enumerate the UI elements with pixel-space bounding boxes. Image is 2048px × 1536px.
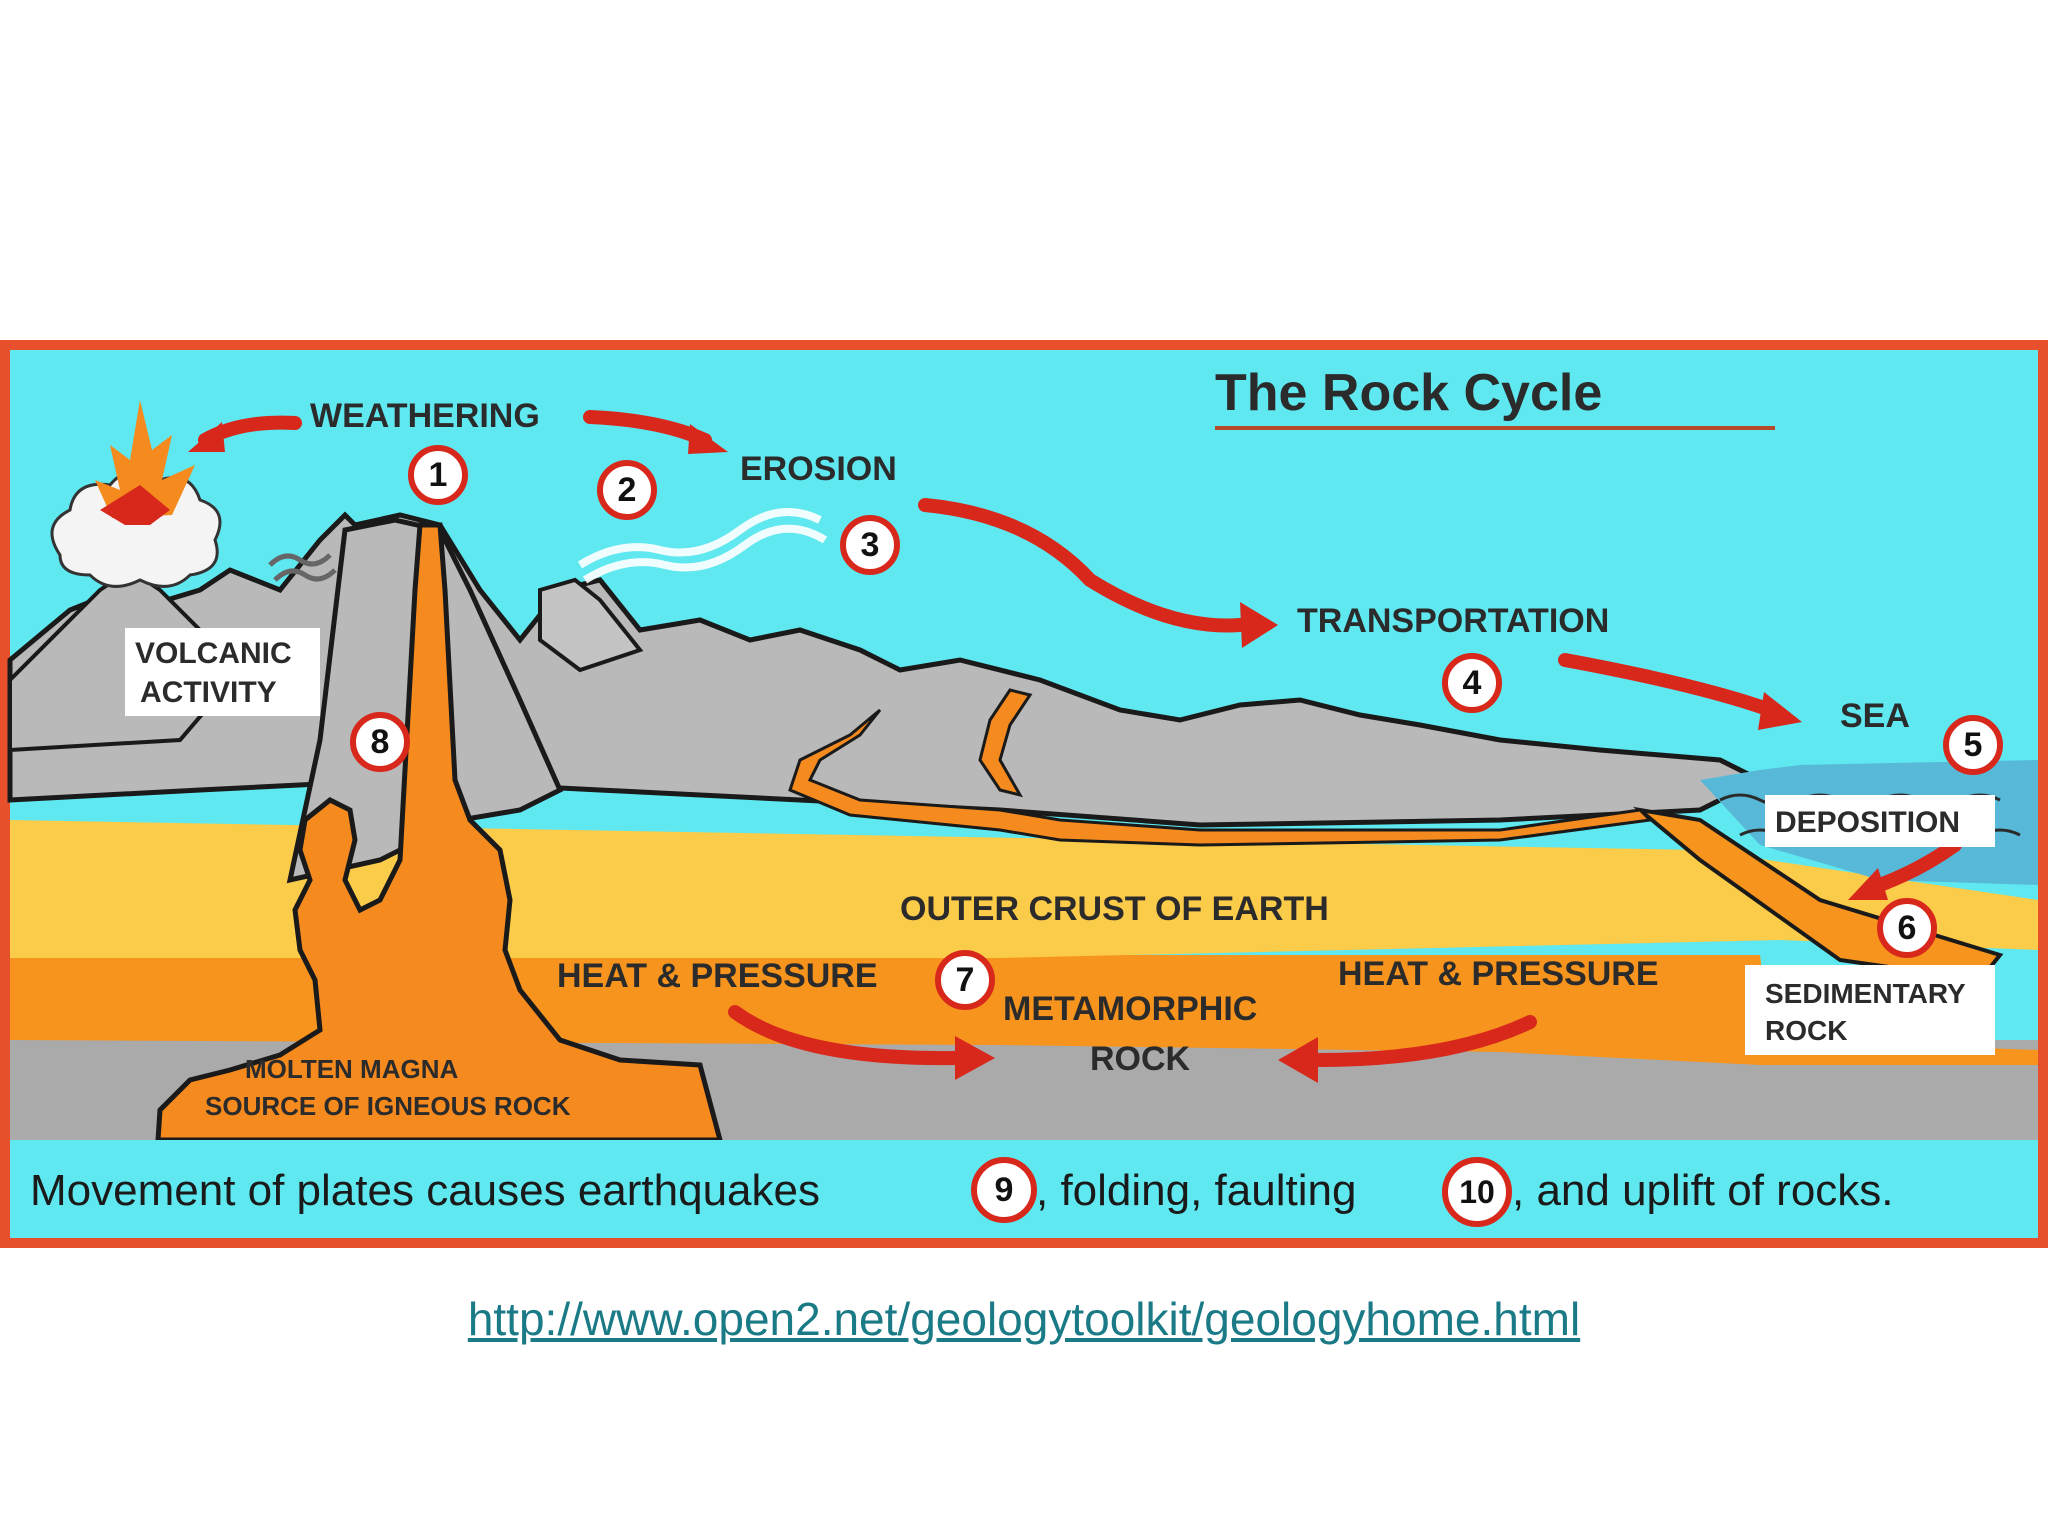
step-number-2: 2 xyxy=(618,471,637,509)
deposition-arrow-head xyxy=(1848,868,1888,900)
caption-part2: , folding, faulting xyxy=(1036,1166,1356,1215)
weathering-label: WEATHERING xyxy=(310,397,540,435)
metamorphic-label-line2: ROCK xyxy=(1090,1040,1191,1078)
volcanic-activity-box xyxy=(125,628,320,716)
step-number-6: 6 xyxy=(1898,909,1917,947)
step-marker-3: 3 xyxy=(840,515,900,575)
step-number-5: 5 xyxy=(1964,726,1983,764)
sea-arrow xyxy=(1558,653,1777,717)
steam-puff-right xyxy=(577,508,828,584)
transportation-arrow-in-head xyxy=(1240,602,1278,648)
transportation-label: TRANSPORTATION xyxy=(1297,602,1609,640)
step-marker-4: 4 xyxy=(1442,653,1502,713)
step-marker-9: 9 xyxy=(971,1157,1037,1223)
heat-pressure-left-label: HEAT & PRESSURE xyxy=(557,957,878,995)
caption-part1: Movement of plates causes earthquakes xyxy=(30,1166,820,1215)
rock-cycle-diagram: The Rock Cycle WEATHERING EROSION TRANSP… xyxy=(0,340,2048,1248)
erosion-label: EROSION xyxy=(740,450,897,488)
metamorphic-label-line1: METAMORPHIC xyxy=(1003,990,1257,1028)
lava-flow xyxy=(788,708,1654,847)
caption-part3: , and uplift of rocks. xyxy=(1512,1166,1894,1215)
steam-puff-left xyxy=(268,553,337,582)
outer-crust-layer xyxy=(10,820,2038,958)
step-number-7: 7 xyxy=(956,961,975,999)
volcanic-label-line1: VOLCANIC xyxy=(135,637,292,670)
deposition-box xyxy=(1765,795,1995,847)
sedimentary-label-line2: ROCK xyxy=(1765,1015,1847,1046)
step-number-9: 9 xyxy=(995,1171,1014,1209)
eruption-flame xyxy=(95,400,195,518)
step-marker-5: 5 xyxy=(1943,715,2003,775)
step-marker-7: 7 xyxy=(935,950,995,1010)
source-link[interactable]: http://www.open2.net/geologytoolkit/geol… xyxy=(467,1293,1581,1345)
step-number-8: 8 xyxy=(371,723,390,761)
step-number-4: 4 xyxy=(1463,664,1482,702)
lava-flow-2 xyxy=(978,688,1033,798)
step-number-10: 10 xyxy=(1459,1174,1495,1210)
magma-label-line2: SOURCE OF IGNEOUS ROCK xyxy=(205,1091,571,1121)
diagram-title: The Rock Cycle xyxy=(1215,364,1602,422)
heat-pressure-arrow-right xyxy=(1313,1015,1537,1067)
sea-label: SEA xyxy=(1840,697,1910,735)
step-number-3: 3 xyxy=(861,526,880,564)
heat-pressure-right-label: HEAT & PRESSURE xyxy=(1338,955,1659,993)
step-marker-1: 1 xyxy=(408,445,468,505)
deposition-label: DEPOSITION xyxy=(1775,806,1960,839)
sedimentary-rock-box xyxy=(1745,965,1995,1055)
step-marker-10: 10 xyxy=(1442,1157,1512,1227)
weathering-arrow-right-head xyxy=(688,424,728,454)
step-number-1: 1 xyxy=(429,456,448,494)
sedimentary-label-line1: SEDIMENTARY xyxy=(1765,978,1966,1009)
weathering-arrow-left-head xyxy=(188,422,225,452)
eruption-core xyxy=(100,485,170,525)
heat-pressure-arrow-left xyxy=(728,1005,962,1066)
magma-chamber xyxy=(155,522,724,1143)
magma-label-line1: MOLTEN MAGNA xyxy=(245,1054,458,1084)
transportation-arrow-in xyxy=(918,498,1247,633)
sea-arrow-head xyxy=(1758,692,1802,730)
step-marker-6: 6 xyxy=(1877,898,1937,958)
step-marker-8: 8 xyxy=(350,712,410,772)
outer-crust-label: OUTER CRUST OF EARTH xyxy=(900,890,1329,928)
heat-pressure-arrow-right-head xyxy=(1278,1037,1318,1083)
step-marker-2: 2 xyxy=(597,460,657,520)
volcanic-label-line2: ACTIVITY xyxy=(140,676,277,709)
heat-pressure-arrow-left-head xyxy=(955,1036,995,1080)
secondary-volcano xyxy=(538,577,644,673)
deposition-arrow xyxy=(1873,838,1962,892)
